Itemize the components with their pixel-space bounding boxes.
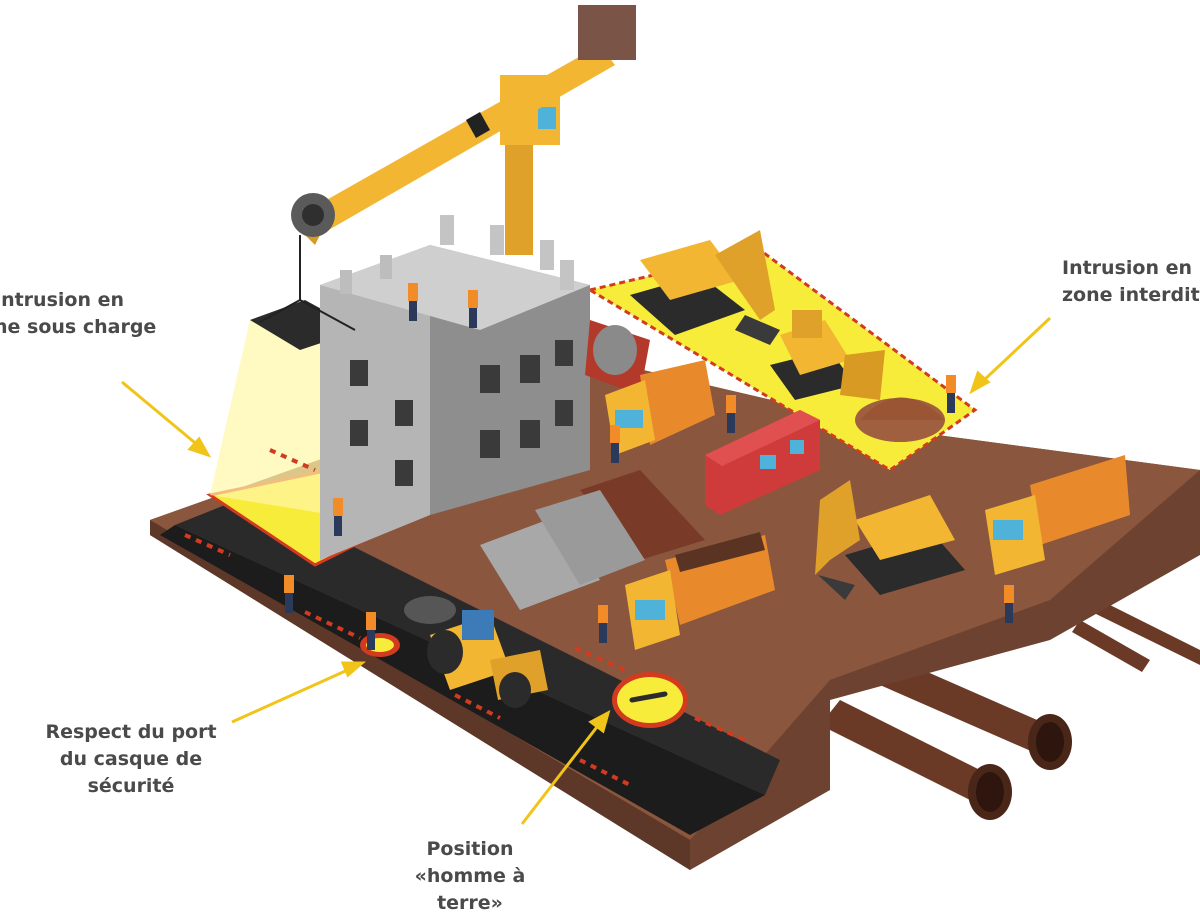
dump-truck-icon — [985, 455, 1130, 575]
callout-arrows — [121, 316, 1052, 825]
site-cabin — [705, 410, 820, 515]
worker-icon — [284, 283, 1014, 650]
callout-helmet: Respect du port du casque de sécurité — [36, 719, 226, 800]
road-roller-icon — [404, 596, 548, 708]
callout-helmet-line2: du casque de — [59, 748, 203, 770]
pipe-icon — [820, 600, 1200, 820]
callout-load-intrusion: Intrusion en ne sous charge — [0, 287, 156, 341]
callout-man-down-line2: «homme à — [414, 865, 526, 887]
material-stacks — [480, 470, 705, 610]
callout-helmet-line1: Respect du port — [45, 721, 217, 743]
callout-man-down: Position «homme à terre» — [390, 836, 550, 917]
callout-load-line1: Intrusion en — [0, 289, 125, 311]
excavator-icon — [630, 230, 780, 345]
callout-zone-intrusion: Intrusion en zone interdit — [1062, 255, 1200, 309]
bulldozer-icon — [770, 310, 885, 400]
barrier-icon — [184, 448, 746, 787]
pipe-stack — [585, 320, 650, 395]
callout-load-line2: ne sous charge — [0, 316, 157, 338]
callout-man-down-line1: Position — [426, 838, 514, 860]
callout-helmet-line3: sécurité — [87, 775, 175, 797]
callout-man-down-line3: terre» — [437, 892, 503, 914]
excavator-icon — [815, 480, 965, 600]
callout-zone-line2: zone interdit — [1062, 284, 1200, 306]
tower-crane-icon — [259, 5, 636, 331]
callout-zone-line1: Intrusion en — [1062, 257, 1193, 279]
dump-truck-icon — [625, 532, 775, 650]
